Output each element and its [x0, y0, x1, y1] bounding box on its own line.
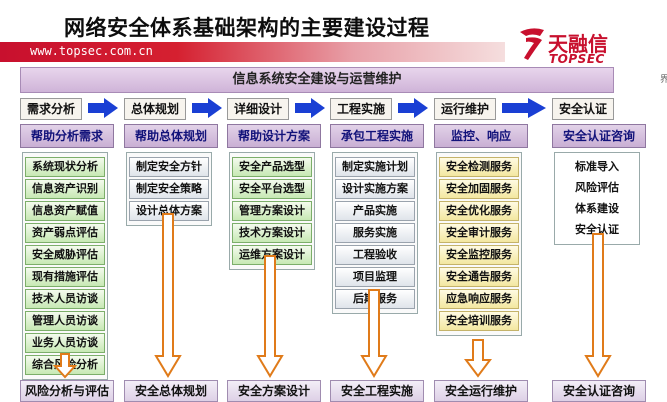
- list-item: 安全优化服务: [439, 201, 519, 221]
- bottom-requirement-analysis: 风险分析与评估: [20, 380, 114, 402]
- items-overall-planning: 制定安全方针 制定安全策略 设计总体方案: [126, 152, 212, 226]
- sub-operation: 监控、响应: [434, 124, 528, 148]
- list-item: 安全加固服务: [439, 179, 519, 199]
- list-item: 设计总体方案: [129, 201, 209, 221]
- bottom-certification: 安全认证咨询: [552, 380, 646, 402]
- items-detailed-design: 安全产品选型 安全平台选型 管理方案设计 技术方案设计 运维方案设计: [229, 152, 315, 270]
- phase-requirement-analysis: 需求分析: [20, 98, 82, 120]
- list-item: 安全通告服务: [439, 267, 519, 287]
- list-item: 信息资产识别: [25, 179, 105, 199]
- list-item: 制定实施计划: [335, 157, 415, 177]
- list-item: 应急响应服务: [439, 289, 519, 309]
- list-item: 安全监控服务: [439, 245, 519, 265]
- list-item: 安全产品选型: [232, 157, 312, 177]
- list-item: 体系建设: [557, 200, 637, 218]
- items-requirement-analysis: 系统现状分析 信息资产识别 信息资产赋值 资产弱点评估 安全威胁评估 现有措施评…: [22, 152, 108, 380]
- phase-operation: 运行维护: [434, 98, 496, 120]
- bottom-overall-planning: 安全总体规划: [124, 380, 218, 402]
- list-item: 信息资产赋值: [25, 201, 105, 221]
- phase-certification: 安全认证: [552, 98, 614, 120]
- phase-overall-planning: 总体规划: [124, 98, 186, 120]
- list-item: 综合风险分析: [25, 355, 105, 375]
- list-item: 工程验收: [335, 245, 415, 265]
- list-item: 运维方案设计: [232, 245, 312, 265]
- list-item: 管理方案设计: [232, 201, 312, 221]
- sub-overall-planning: 帮助总体规划: [124, 124, 218, 148]
- list-item: 安全认证: [557, 221, 637, 239]
- list-item: 后期服务: [335, 289, 415, 309]
- list-item: 业务人员访谈: [25, 333, 105, 353]
- topsec-logo-icon: [520, 28, 544, 60]
- list-item: 系统现状分析: [25, 157, 105, 177]
- list-item: 安全平台选型: [232, 179, 312, 199]
- list-item: 安全审计服务: [439, 223, 519, 243]
- sub-implementation: 承包工程实施: [330, 124, 424, 148]
- list-item: 管理人员访谈: [25, 311, 105, 331]
- bottom-implementation: 安全工程实施: [330, 380, 424, 402]
- list-item: 安全培训服务: [439, 311, 519, 331]
- items-operation: 安全检测服务 安全加固服务 安全优化服务 安全审计服务 安全监控服务 安全通告服…: [436, 152, 522, 336]
- list-item: 标准导入: [557, 158, 637, 176]
- logo-cn-text: 天融信: [548, 32, 608, 56]
- sub-detailed-design: 帮助设计方案: [227, 124, 321, 148]
- list-item: 技术方案设计: [232, 223, 312, 243]
- items-certification: 标准导入 风险评估 体系建设 安全认证: [554, 152, 640, 245]
- logo-en-text: TOPSEC: [549, 52, 605, 66]
- bottom-operation: 安全运行维护: [434, 380, 528, 402]
- list-item: 服务实施: [335, 223, 415, 243]
- phase-detailed-design: 详细设计: [227, 98, 289, 120]
- list-item: 产品实施: [335, 201, 415, 221]
- sub-requirement-analysis: 帮助分析需求: [20, 124, 114, 148]
- phase-implementation: 工程实施: [330, 98, 392, 120]
- lifecycle-banner: 信息系统安全建设与运营维护: [20, 67, 614, 93]
- list-item: 风险评估: [557, 179, 637, 197]
- list-item: 项目监理: [335, 267, 415, 287]
- website-url[interactable]: www.topsec.com.cn: [30, 44, 153, 58]
- list-item: 技术人员访谈: [25, 289, 105, 309]
- list-item: 安全检测服务: [439, 157, 519, 177]
- list-item: 制定安全方针: [129, 157, 209, 177]
- header-bar: [0, 42, 505, 62]
- side-text: 界: [660, 75, 667, 85]
- bottom-detailed-design: 安全方案设计: [227, 380, 321, 402]
- page-title: 网络安全体系基础架构的主要建设过程: [64, 16, 430, 40]
- list-item: 制定安全策略: [129, 179, 209, 199]
- list-item: 现有措施评估: [25, 267, 105, 287]
- list-item: 设计实施方案: [335, 179, 415, 199]
- items-implementation: 制定实施计划 设计实施方案 产品实施 服务实施 工程验收 项目监理 后期服务: [332, 152, 418, 314]
- sub-certification: 安全认证咨询: [552, 124, 646, 148]
- list-item: 安全威胁评估: [25, 245, 105, 265]
- list-item: 资产弱点评估: [25, 223, 105, 243]
